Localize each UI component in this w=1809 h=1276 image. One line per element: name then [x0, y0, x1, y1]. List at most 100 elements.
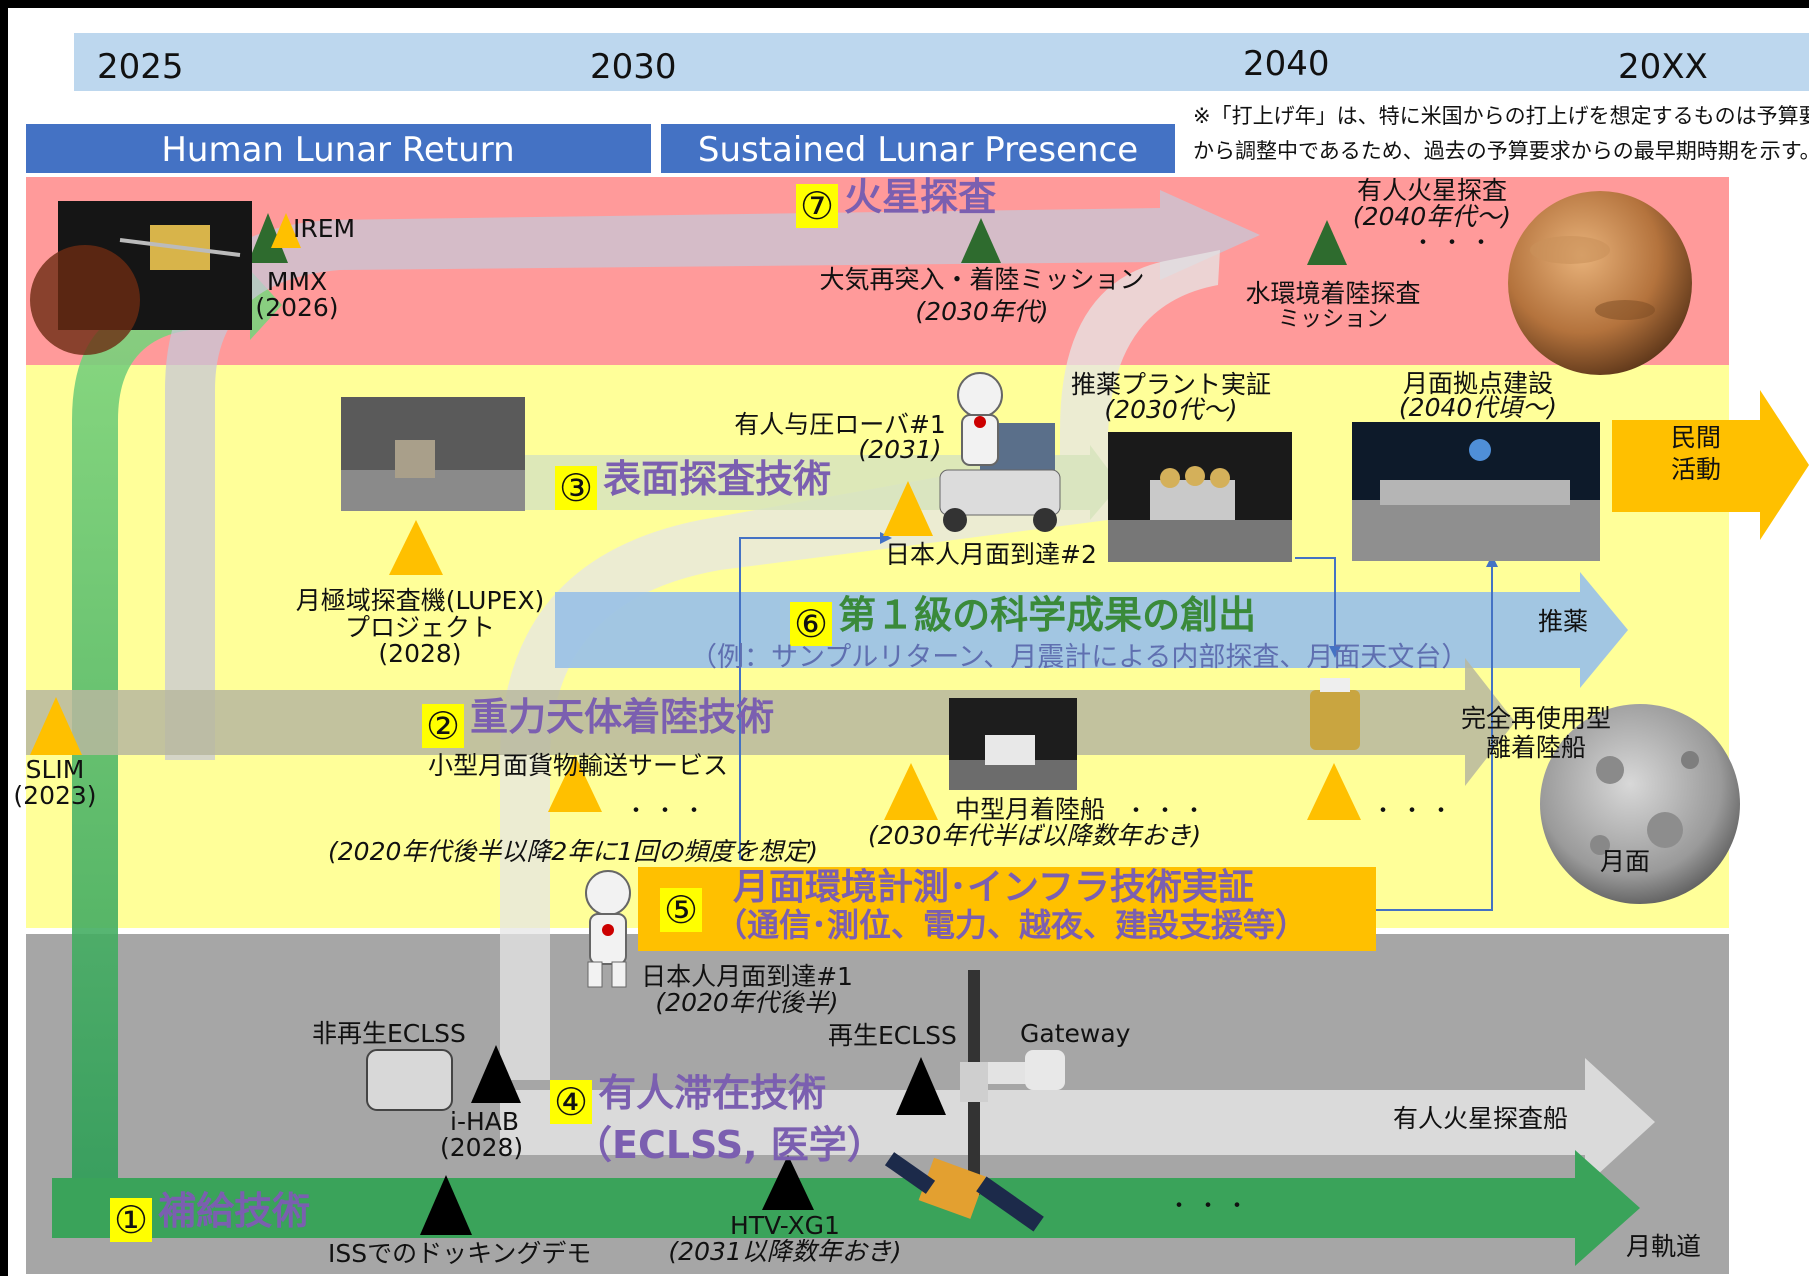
irem-milestone-icon — [271, 213, 301, 248]
iss-docking-demo-label: ISSでのドッキングデモ — [328, 1239, 592, 1268]
theme-5-number: ⑤ — [660, 888, 703, 932]
midlander-dots: ・ ・ ・ — [1125, 799, 1205, 824]
midlander-label: 中型月着陸船 — [955, 795, 1106, 824]
lunar-surface-label: 月面 — [1600, 847, 1651, 876]
midlander-year: (2030年代半ば以降数年おき) — [868, 821, 1202, 850]
theme-6-name: 第１級の科学成果の創出 — [838, 593, 1257, 637]
propellant-plant-year: (2030代〜) — [1104, 395, 1238, 424]
phase-human-lunar-return: Human Lunar Return — [161, 130, 515, 170]
midlander-milestone-icon — [884, 763, 938, 820]
theme-3-name: 表面探査技術 — [603, 457, 832, 501]
theme-1-number: ① — [110, 1197, 153, 1242]
theme-2-number: ② — [422, 703, 465, 748]
private-activity-label-2: 活動 — [1670, 455, 1722, 484]
theme-7-name: 火星探査 — [844, 175, 997, 219]
theme-5-title: ⑤ 月面環境計測･インフラ技術実証 （通信･測位、電力、越夜、建設支援等） — [660, 867, 1307, 944]
htv-milestone-icon — [762, 1155, 814, 1210]
rover-image — [939, 372, 1061, 532]
reusable-lander-image — [1310, 690, 1360, 750]
year-2040: 2040 — [1243, 44, 1330, 84]
note-line-2: から調整中であるため、過去の予算要求からの最早期時期を示す。 — [1193, 139, 1809, 163]
water-label-1: 水環境着陸探査 — [1245, 279, 1421, 308]
crew-stay-arrow — [500, 1058, 1655, 1186]
slim-label: SLIM — [25, 755, 85, 784]
cargo-frequency-label: (2020年代後半以降2年に1回の頻度を想定) — [328, 837, 818, 866]
year-20xx: 20XX — [1618, 47, 1708, 87]
science-arrow — [555, 572, 1628, 688]
rover-year: (2031) — [858, 435, 942, 464]
ihab-milestone-icon — [471, 1045, 521, 1103]
year-2025: 2025 — [97, 47, 184, 87]
earth-icon — [1469, 439, 1491, 461]
reusable-lander-label-1: 完全再使用型 — [1460, 704, 1612, 733]
theme-4-name-2: （ECLSS, 医学） — [574, 1122, 885, 1167]
lupex-label-1: 月極域探査機(LUPEX) — [295, 586, 545, 615]
reusable-milestone-icon — [1307, 763, 1361, 820]
phase-sustained-lunar-presence: Sustained Lunar Presence — [697, 130, 1139, 170]
rover-milestone-icon — [883, 481, 933, 536]
private-activity-arrow — [1612, 390, 1809, 540]
theme-5-name-1: 月面環境計測･インフラ技術実証 — [733, 867, 1254, 908]
reusable-dots: ・ ・ ・ — [1372, 799, 1452, 824]
mars-ship-label: 有人火星探査船 — [1393, 1104, 1569, 1133]
theme-6-number: ⑥ — [790, 601, 833, 646]
infra-box — [638, 867, 1376, 951]
theme-3-number: ③ — [555, 465, 598, 510]
astronaut-1-image — [585, 870, 631, 988]
water-label-2: ミッション — [1277, 307, 1389, 332]
lupex-milestone-icon — [389, 520, 443, 575]
ihab-label: i-HAB — [450, 1107, 520, 1136]
lunar-base-year: (2040代頃〜) — [1398, 393, 1558, 422]
theme-7-number: ⑦ — [796, 183, 839, 228]
mmx-label: MMX — [266, 267, 328, 296]
lunar-orbit-label: 月軌道 — [1626, 1232, 1702, 1261]
lupex-year: (2028) — [378, 639, 462, 668]
iss-demo-milestone-icon — [420, 1175, 472, 1235]
water-milestone-icon — [1307, 220, 1347, 265]
nonregen-eclss-label: 非再生ECLSS — [312, 1019, 466, 1048]
theme-6-subtitle: （例：サンプルリターン、月震計による内部探査、月面天文台） — [690, 642, 1469, 673]
connector-to-base — [1376, 565, 1493, 911]
htv-image — [884, 1152, 1044, 1232]
theme-2-name: 重力天体着陸技術 — [470, 695, 775, 739]
note-line-1: ※「打上げ年」は、特に米国からの打上げを想定するものは予算要求 — [1193, 104, 1809, 128]
private-activity-label-1: 民間 — [1670, 423, 1722, 452]
phase-bar-human-lunar-return — [26, 124, 651, 173]
mars-planet — [1508, 191, 1692, 375]
cargo-milestone-icon — [548, 755, 602, 812]
reentry-milestone-icon — [961, 218, 1001, 263]
resupply-arrow — [52, 1150, 1640, 1266]
slim-milestone-icon — [30, 697, 82, 755]
crewed-mars-label: 有人火星探査 — [1356, 176, 1508, 205]
cargo-dots: ・ ・ ・ — [625, 799, 705, 824]
ihab-year: (2028) — [440, 1133, 524, 1162]
cargo-service-label: 小型月面貨物輸送サービス — [428, 751, 729, 780]
japan-1-year: (2020年代後半) — [655, 988, 839, 1017]
slim-year: (2023) — [13, 781, 97, 810]
orbit-dots: ・ ・ ・ — [1168, 1194, 1248, 1219]
propellant-label: 推薬 — [1538, 607, 1589, 636]
ihab-image — [366, 1049, 453, 1111]
reentry-year: (2030年代) — [915, 297, 1049, 326]
irem-label: IREM — [293, 214, 356, 243]
regen-eclss-label: 再生ECLSS — [828, 1021, 957, 1050]
propellant-plant-label: 推薬プラント実証 — [1070, 370, 1272, 399]
regen-eclss-milestone-icon — [896, 1057, 946, 1115]
htv-label: HTV-XG1 — [730, 1211, 840, 1240]
mars-dots: ・ ・ ・ — [1412, 231, 1492, 256]
lunar-base-label: 月面拠点建設 — [1402, 369, 1554, 398]
year-bar — [74, 33, 1809, 91]
theme-4-number: ④ — [550, 1079, 593, 1124]
htv-year: (2031以降数年おき) — [668, 1237, 902, 1266]
theme-1-name: 補給技術 — [158, 1189, 311, 1233]
mmx-milestone-icon — [248, 213, 288, 263]
phase-bar-sustained-lunar-presence — [661, 124, 1175, 173]
